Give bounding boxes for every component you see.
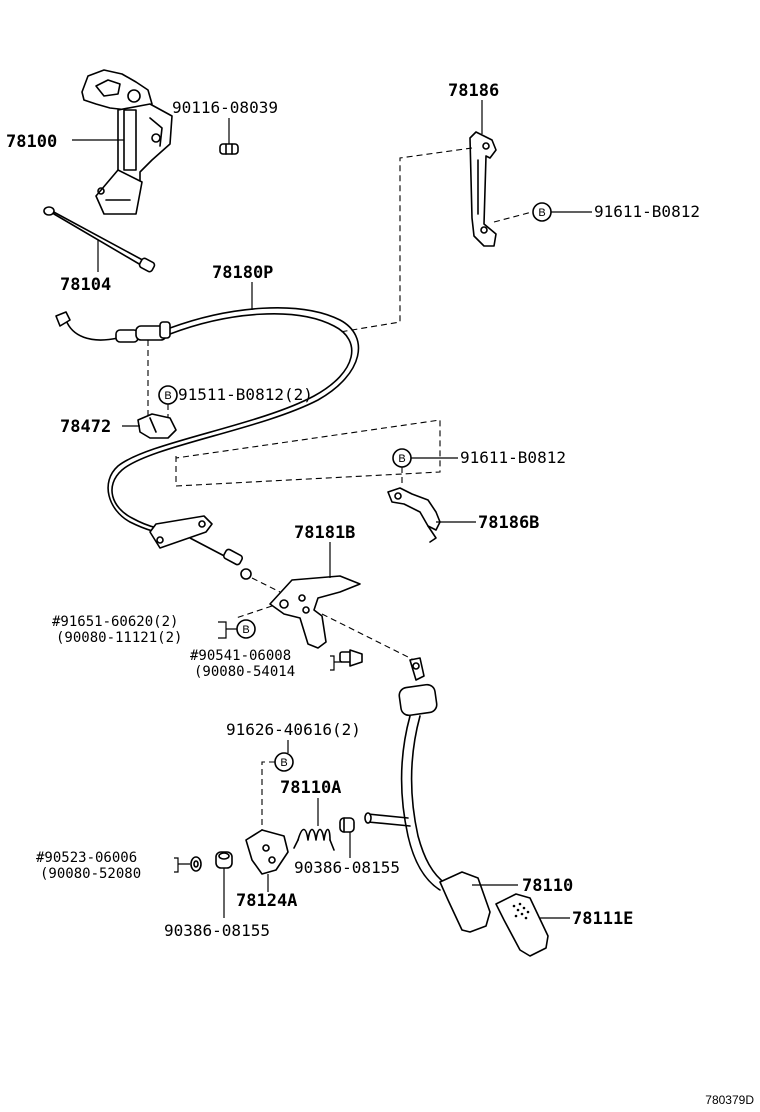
bushing-90386-bottom	[215, 851, 233, 869]
label-90386-bottom: 90386-08155	[164, 921, 270, 940]
label-78110A: 78110A	[280, 778, 341, 798]
b-marker-top: B	[532, 202, 552, 222]
bracket-78186B	[387, 487, 441, 543]
b-marker-91511: B	[158, 385, 178, 405]
label-91611-top: 91611-B0812	[594, 202, 700, 221]
label-78186B: 78186B	[478, 513, 539, 533]
nut-90116	[219, 143, 239, 155]
pedal-pad-78111E	[495, 893, 549, 957]
bolt-90541	[339, 649, 363, 667]
spring-78110A	[293, 828, 335, 851]
pedal-lever-78110	[364, 657, 491, 933]
washer-90523	[190, 856, 202, 872]
label-91626: 91626-40616(2)	[226, 720, 361, 739]
label-90523: #90523-06006	[36, 850, 137, 866]
b-marker-91511-text: B	[164, 390, 171, 402]
bracket-78186	[469, 131, 497, 247]
dash-cable-to-bracket-b	[175, 419, 441, 487]
cable-78180P	[55, 307, 360, 580]
leader-90523	[174, 857, 190, 873]
dash-91626	[261, 761, 275, 836]
b-marker-91651: B	[236, 619, 256, 639]
b-marker-91626-text: B	[280, 757, 287, 769]
bracket-78124A	[245, 829, 289, 875]
label-78104: 78104	[60, 275, 111, 295]
label-90080-54014: (90080-54014	[194, 664, 295, 680]
label-90080-52080: (90080-52080	[40, 866, 141, 882]
dash-78186-to-bolt	[493, 211, 533, 223]
label-78186: 78186	[448, 81, 499, 101]
dash-cable-to-78181B	[251, 577, 281, 593]
leader-91651	[218, 621, 237, 639]
label-90541: #90541-06008	[190, 648, 291, 664]
label-91611-mid: 91611-B0812	[460, 448, 566, 467]
label-78180P: 78180P	[212, 263, 273, 283]
label-78124A: 78124A	[236, 891, 297, 911]
b-marker-91651-text: B	[242, 624, 249, 636]
label-91511: 91511-B0812(2)	[178, 385, 313, 404]
dash-78186-to-cable	[339, 147, 473, 333]
throttle-link-assembly	[81, 69, 173, 215]
b-marker-mid: B	[392, 448, 412, 468]
clip-78472	[137, 413, 177, 439]
label-90116: 90116-08039	[172, 98, 278, 117]
label-78472: 78472	[60, 417, 111, 437]
rod-78104	[43, 206, 156, 273]
b-marker-91626: B	[274, 752, 294, 772]
bushing-90386-right	[339, 817, 355, 833]
bracket-78181B	[269, 575, 361, 649]
label-78111E: 78111E	[572, 909, 633, 929]
label-78100: 78100	[6, 132, 57, 152]
label-78110: 78110	[522, 876, 573, 896]
b-marker-mid-text: B	[398, 453, 405, 465]
dash-78181B-to-bolt	[235, 605, 273, 619]
label-90080-11121: (90080-11121(2)	[56, 630, 182, 646]
b-marker-top-text: B	[538, 207, 545, 219]
label-91651: #91651-60620(2)	[52, 614, 178, 630]
diagram-code: 780379D	[705, 1093, 754, 1107]
dash-78181B-to-pedal	[321, 613, 415, 661]
label-78181B: 78181B	[294, 523, 355, 543]
leader-90541	[330, 655, 342, 671]
label-90386-right: 90386-08155	[294, 858, 400, 877]
